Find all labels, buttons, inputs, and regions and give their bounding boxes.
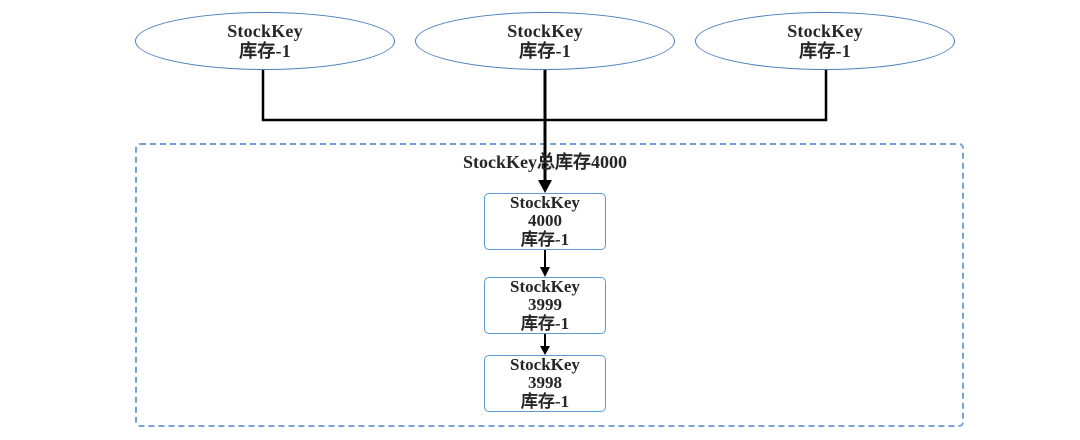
node-subtitle: 库存-1 bbox=[520, 229, 570, 249]
node-value: 3999 bbox=[528, 295, 562, 315]
source-subtitle: 库存-1 bbox=[799, 41, 851, 61]
node-value: 3998 bbox=[528, 373, 562, 393]
source-title: StockKey bbox=[227, 21, 303, 41]
stock-node-2: StockKey 3999 库存-1 bbox=[484, 277, 606, 334]
source-subtitle: 库存-1 bbox=[519, 41, 571, 61]
source-title: StockKey bbox=[787, 21, 863, 41]
source-ellipse-3: StockKey 库存-1 bbox=[695, 12, 955, 70]
node-title: StockKey bbox=[510, 354, 580, 374]
source-title: StockKey bbox=[507, 21, 583, 41]
source-subtitle: 库存-1 bbox=[239, 41, 291, 61]
source-ellipse-1: StockKey 库存-1 bbox=[135, 12, 395, 70]
node-title: StockKey bbox=[510, 276, 580, 296]
stock-node-1: StockKey 4000 库存-1 bbox=[484, 193, 606, 250]
node-subtitle: 库存-1 bbox=[520, 391, 570, 411]
stock-node-3: StockKey 3998 库存-1 bbox=[484, 355, 606, 412]
node-title: StockKey bbox=[510, 192, 580, 212]
total-stock-pool bbox=[135, 143, 964, 427]
node-value: 4000 bbox=[528, 211, 562, 231]
node-subtitle: 库存-1 bbox=[520, 313, 570, 333]
source-ellipse-2: StockKey 库存-1 bbox=[415, 12, 675, 70]
